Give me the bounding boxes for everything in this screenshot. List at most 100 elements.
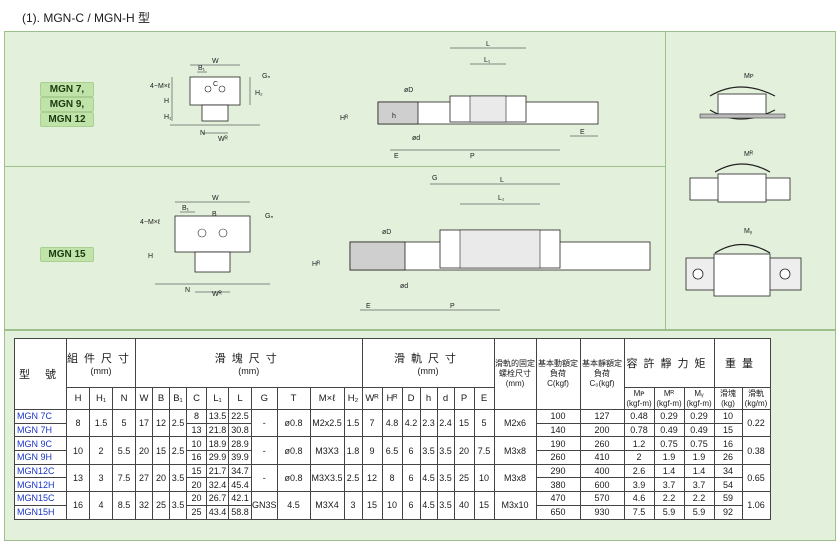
- cell-rail-weight: 0.38: [741, 436, 771, 465]
- cell-b1: 2.5: [169, 408, 187, 438]
- cell-l: 58.8: [228, 504, 252, 520]
- cell-mr: 5.9: [653, 504, 685, 520]
- cell-h1: 1.5: [89, 408, 113, 438]
- sub-l: L: [228, 387, 252, 410]
- cell-b: 25: [152, 491, 170, 520]
- cell-e: 5: [473, 408, 495, 438]
- cell-l1: 13.5: [206, 409, 229, 424]
- dim-hole-lg: 4−M×ℓ: [140, 219, 161, 226]
- moment-diagrams: Mᴘ Mᴿ Mᵧ: [685, 73, 802, 297]
- dim-e-lg: E: [366, 303, 371, 310]
- cell-hr: 4.8: [381, 408, 403, 438]
- cell-g: -: [251, 408, 278, 438]
- cell-dyn: 260: [535, 450, 581, 465]
- col-dynamic-load: 基本動額定負荷 C(kgf): [535, 338, 581, 410]
- cell-h1: 2: [89, 436, 113, 465]
- dim-h-lg: H: [148, 253, 153, 260]
- side-view-drawing-large: G L L₁ øD Hᴿ ød E P: [312, 175, 651, 311]
- label-my: Mᵧ: [744, 228, 753, 235]
- cell-my: 5.9: [683, 504, 715, 520]
- sub-c: C: [186, 387, 207, 410]
- cell-d: 4.2: [401, 408, 421, 438]
- cell-e: 15: [473, 491, 495, 520]
- cell-e: 10: [473, 463, 495, 493]
- cell-l: 42.1: [228, 491, 252, 506]
- sub-b1: B₁: [169, 387, 187, 410]
- cell-mr: 1.9: [653, 450, 685, 465]
- spec-table: 型 號 組件尺寸 (mm) 滑塊尺寸 (mm) 滑軌尺寸 (mm) 滑軌的固定螺…: [14, 338, 771, 520]
- cell-my: 0.49: [683, 422, 715, 438]
- badge-mgn12: MGN 12: [40, 112, 94, 127]
- cell-hr: 6.5: [381, 436, 403, 465]
- cell-b1: 3.5: [169, 491, 187, 520]
- cell-c: 20: [186, 491, 207, 506]
- cell-my: 2.2: [683, 491, 715, 506]
- cell-c: 10: [186, 436, 207, 452]
- cell-ml: M3X3: [309, 436, 345, 465]
- badge-mgn15: MGN 15: [40, 247, 94, 262]
- cell-l1: 18.9: [206, 436, 229, 452]
- col-block: 滑塊尺寸 (mm): [135, 338, 363, 388]
- sub-n: N: [112, 387, 136, 410]
- cell-l1: 21.8: [206, 422, 229, 438]
- cell-bw: 34: [713, 463, 743, 479]
- cell-bw: 54: [713, 477, 743, 493]
- cell-mp: 4.6: [623, 491, 655, 506]
- cell-p: 20: [453, 436, 475, 465]
- badge-mgn9: MGN 9,: [40, 97, 94, 112]
- cell-p: 15: [453, 408, 475, 438]
- cell-mp: 7.5: [623, 504, 655, 520]
- cell-n: 8.5: [112, 491, 136, 520]
- cell-l1: 26.7: [206, 491, 229, 506]
- dim-h1: H₁: [164, 114, 172, 121]
- cell-rail-weight: 1.06: [741, 491, 771, 520]
- label-mp: Mᴘ: [744, 73, 754, 80]
- cell-rail-weight: 0.22: [741, 408, 771, 438]
- cell-w: 27: [135, 463, 153, 493]
- cell-mp: 1.2: [623, 436, 655, 452]
- cell-mr: 3.7: [653, 477, 685, 493]
- dim-b1: B₁: [198, 65, 206, 72]
- dim-n: N: [200, 130, 205, 137]
- cell-h: 8: [66, 408, 90, 438]
- dim-wr-lg: Wᴿ: [212, 291, 223, 298]
- cell-l1: 29.9: [206, 450, 229, 465]
- sub-wr: Wᴿ: [361, 387, 383, 410]
- cell-g: GN3S: [251, 491, 278, 520]
- cell-n: 5.5: [112, 436, 136, 465]
- sub-rail-weight: 滑軌(kg/m): [741, 387, 771, 410]
- col-rail-bolt: 滑軌的固定螺栓尺寸 (mm): [493, 338, 537, 410]
- cell-h: 2.3: [419, 408, 438, 438]
- dim-od: øD: [404, 87, 413, 94]
- cell-my: 0.75: [683, 436, 715, 452]
- cell-b: 15: [152, 436, 170, 465]
- dim-e: E: [394, 153, 399, 160]
- cell-h: 13: [66, 463, 90, 493]
- cell-model: MGN 9C: [14, 436, 67, 452]
- cell-d: 3.5: [436, 436, 455, 465]
- cell-bolt: M2x6: [493, 408, 537, 438]
- col-static-load: 基本靜額定負荷 C₀(kgf): [579, 338, 625, 410]
- sub-t: T: [276, 387, 311, 410]
- dim-g-lg: G: [432, 175, 437, 182]
- dim-l-lg: L: [500, 177, 504, 184]
- cell-h1: 3: [89, 463, 113, 493]
- front-view-drawing-small: W B₁ Gₙ 4−M×ℓ H₂ H H₁ N Wᴿ C: [150, 58, 270, 143]
- dim-d: ød: [412, 135, 420, 142]
- cell-stat: 600: [579, 477, 625, 493]
- dim-l1: L₁: [484, 57, 491, 64]
- cell-mp: 2.6: [623, 463, 655, 479]
- cell-l: 28.9: [228, 436, 252, 452]
- col-weight: 重量: [713, 338, 771, 388]
- cell-rail-weight: 0.65: [741, 463, 771, 493]
- dim-hr: Hᴿ: [340, 115, 349, 122]
- cell-d: 3.5: [436, 463, 455, 493]
- cell-wr: 9: [361, 436, 383, 465]
- cell-dyn: 100: [535, 409, 581, 424]
- cell-stat: 930: [579, 504, 625, 520]
- cell-b1: 2.5: [169, 436, 187, 465]
- cell-h: 16: [66, 491, 90, 520]
- panel-divider-vertical: [665, 31, 666, 330]
